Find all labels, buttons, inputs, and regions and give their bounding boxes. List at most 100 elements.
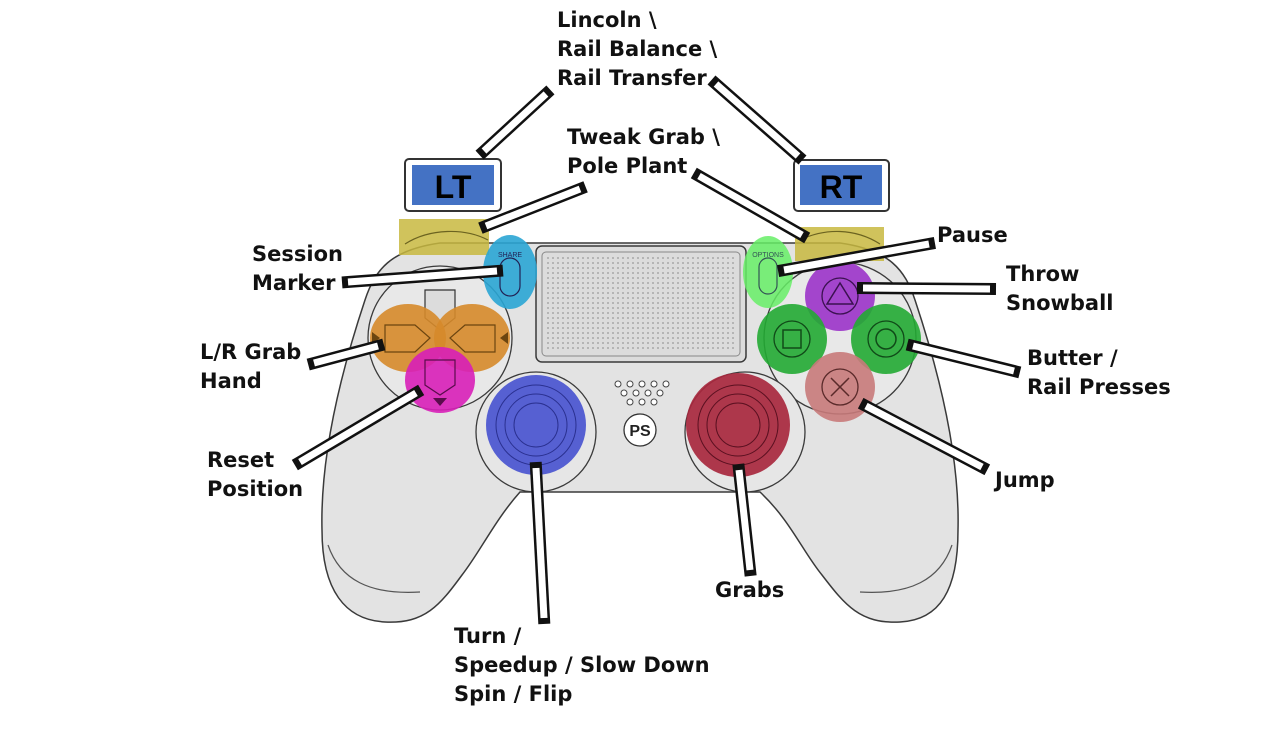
touchpad-texture-dot xyxy=(557,282,559,284)
touchpad-texture-dot xyxy=(637,312,639,314)
speaker-hole xyxy=(650,398,658,406)
touchpad-texture-dot xyxy=(647,297,649,299)
touchpad-texture-dot xyxy=(712,292,714,294)
touchpad-texture-dot xyxy=(722,327,724,329)
touchpad-texture-dot xyxy=(632,337,634,339)
share-text: SHARE xyxy=(498,252,522,259)
touchpad-texture-dot xyxy=(572,287,574,289)
touchpad-texture-dot xyxy=(587,302,589,304)
touchpad-texture-dot xyxy=(592,287,594,289)
right-stick xyxy=(684,371,806,493)
touchpad-texture-dot xyxy=(727,292,729,294)
touchpad-texture-dot xyxy=(597,302,599,304)
touchpad-texture-dot xyxy=(567,257,569,259)
touchpad-texture-dot xyxy=(622,282,624,284)
touchpad-texture-dot xyxy=(662,267,664,269)
touchpad-texture-dot xyxy=(647,302,649,304)
touchpad-texture-dot xyxy=(572,272,574,274)
touchpad-texture-dot xyxy=(702,347,704,349)
touchpad-texture-dot xyxy=(717,257,719,259)
speaker-hole xyxy=(620,389,628,397)
touchpad-texture-dot xyxy=(602,327,604,329)
touchpad-texture-dot xyxy=(672,332,674,334)
touchpad-texture-dot xyxy=(692,347,694,349)
touchpad-texture-dot xyxy=(622,342,624,344)
touchpad-texture-dot xyxy=(667,332,669,334)
touchpad-texture-dot xyxy=(652,307,654,309)
touchpad-texture-dot xyxy=(557,347,559,349)
touchpad-texture-dot xyxy=(627,262,629,264)
touchpad-texture-dot xyxy=(592,272,594,274)
touchpad-texture-dot xyxy=(677,282,679,284)
touchpad-texture-dot xyxy=(657,277,659,279)
touchpad-texture-dot xyxy=(662,277,664,279)
touchpad-texture-dot xyxy=(627,302,629,304)
touchpad-texture-dot xyxy=(642,277,644,279)
touchpad-texture-dot xyxy=(697,317,699,319)
touchpad-texture-dot xyxy=(547,287,549,289)
lt-trigger-box: LT xyxy=(404,158,502,212)
label-butter: Butter / Rail Presses xyxy=(1027,346,1171,399)
leader-pause xyxy=(777,237,936,277)
touchpad-texture-dot xyxy=(732,337,734,339)
touchpad-texture-dot xyxy=(712,287,714,289)
touchpad-texture-dot xyxy=(692,337,694,339)
touchpad-texture-dot xyxy=(552,322,554,324)
touchpad-texture-dot xyxy=(687,267,689,269)
touchpad-texture-dot xyxy=(557,272,559,274)
touchpad-texture-dot xyxy=(687,302,689,304)
touchpad-texture-dot xyxy=(572,322,574,324)
touchpad-texture-dot xyxy=(562,307,564,309)
label-jump: Jump xyxy=(995,468,1055,492)
touchpad-texture-dot xyxy=(637,282,639,284)
touchpad-texture-dot xyxy=(652,322,654,324)
touchpad-texture-dot xyxy=(717,327,719,329)
touchpad-texture-dot xyxy=(622,262,624,264)
touchpad-texture-dot xyxy=(697,307,699,309)
touchpad-texture-dot xyxy=(722,287,724,289)
touchpad-texture-dot xyxy=(622,307,624,309)
touchpad-texture-dot xyxy=(552,292,554,294)
touchpad-texture-dot xyxy=(727,277,729,279)
touchpad-texture-dot xyxy=(617,287,619,289)
touchpad-texture-dot xyxy=(547,257,549,259)
touchpad-texture-dot xyxy=(602,342,604,344)
touchpad-texture-dot xyxy=(702,322,704,324)
touchpad-texture-dot xyxy=(582,297,584,299)
touchpad-texture-dot xyxy=(732,297,734,299)
touchpad-texture-dot xyxy=(702,302,704,304)
touchpad-texture-dot xyxy=(687,312,689,314)
touchpad-texture-dot xyxy=(557,307,559,309)
touchpad-texture-dot xyxy=(647,292,649,294)
touchpad-texture-dot xyxy=(617,302,619,304)
ps-button: PS xyxy=(623,413,657,447)
touchpad-texture-dot xyxy=(652,302,654,304)
touchpad-texture-dot xyxy=(662,337,664,339)
touchpad-texture-dot xyxy=(727,342,729,344)
touchpad-texture-dot xyxy=(667,312,669,314)
leader-lincoln-lt xyxy=(475,85,555,160)
touchpad-texture-dot xyxy=(702,292,704,294)
touchpad-texture-dot xyxy=(657,287,659,289)
touchpad-texture-dot xyxy=(657,332,659,334)
touchpad-texture-dot xyxy=(637,322,639,324)
touchpad-texture-dot xyxy=(632,287,634,289)
touchpad-texture-dot xyxy=(632,342,634,344)
touchpad-texture-dot xyxy=(552,272,554,274)
touchpad-texture-dot xyxy=(572,262,574,264)
touchpad-texture-dot xyxy=(622,287,624,289)
touchpad-texture-dot xyxy=(637,262,639,264)
touchpad-texture-dot xyxy=(677,302,679,304)
touchpad-texture-dot xyxy=(717,292,719,294)
touchpad-texture-dot xyxy=(717,272,719,274)
touchpad-texture-dot xyxy=(592,292,594,294)
touchpad-texture-dot xyxy=(662,312,664,314)
touchpad-texture-dot xyxy=(557,262,559,264)
touchpad-texture-dot xyxy=(727,347,729,349)
speaker-hole xyxy=(638,398,646,406)
touchpad-texture-dot xyxy=(682,322,684,324)
touchpad-texture-dot xyxy=(552,347,554,349)
touchpad-texture-dot xyxy=(732,262,734,264)
touchpad-texture-dot xyxy=(557,337,559,339)
